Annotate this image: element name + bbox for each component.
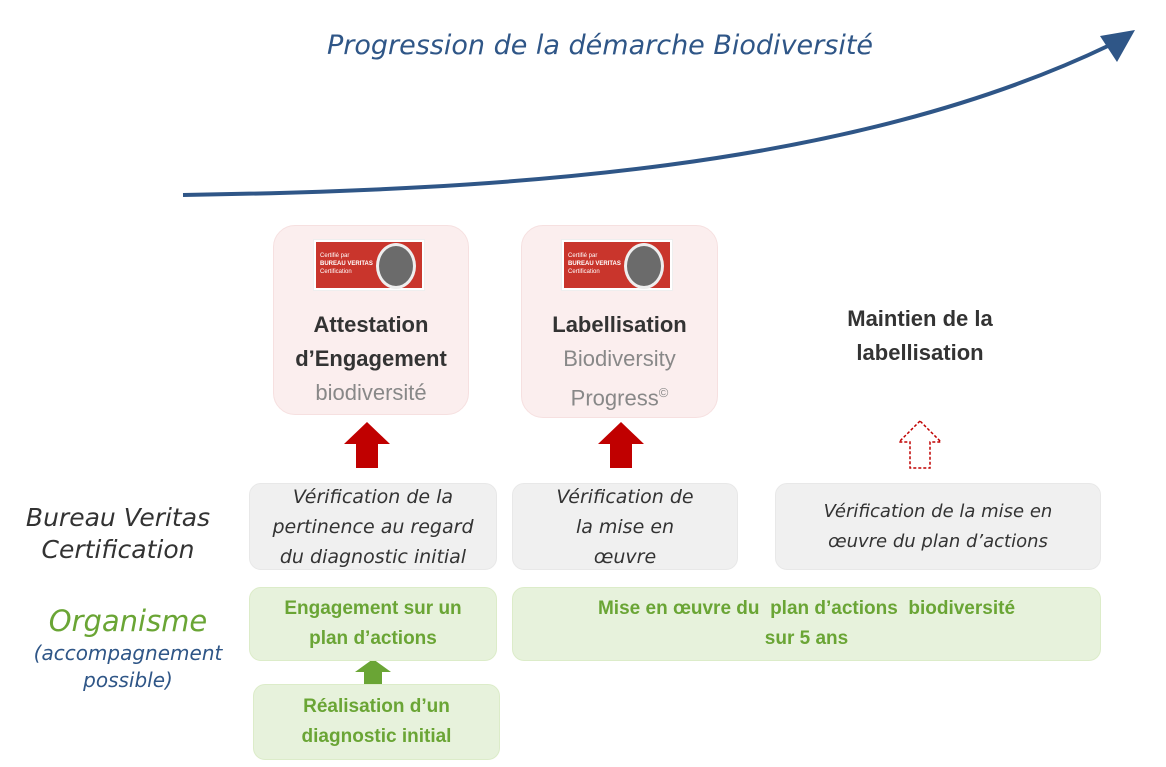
step-maintien: Maintien de la labellisation xyxy=(800,302,1040,370)
step-title: labellisation xyxy=(856,340,984,365)
step-title: Maintien de la xyxy=(847,306,993,331)
green-arrow-up-icon xyxy=(355,659,391,684)
red-arrow-up-icon xyxy=(598,422,644,468)
step-title: d’Engagement xyxy=(295,346,447,371)
action-box: Mise en œuvre du plan d’actions biodiver… xyxy=(512,587,1101,661)
step-title: Labellisation xyxy=(552,312,687,337)
step-subtitle: Biodiversity xyxy=(563,346,676,371)
step-subtitle: biodiversité xyxy=(315,380,427,405)
step-subtitle: Progress xyxy=(570,385,659,411)
row-label-organisme: Organisme (accompagnement possible) xyxy=(33,604,223,692)
copyright-mark: © xyxy=(658,385,669,400)
dashed-arrow-up-icon xyxy=(897,419,943,469)
step-title: Attestation xyxy=(313,312,429,337)
diagram-title: Progression de la démarche Biodiversité xyxy=(326,30,874,61)
red-arrow-up-icon xyxy=(344,422,390,468)
